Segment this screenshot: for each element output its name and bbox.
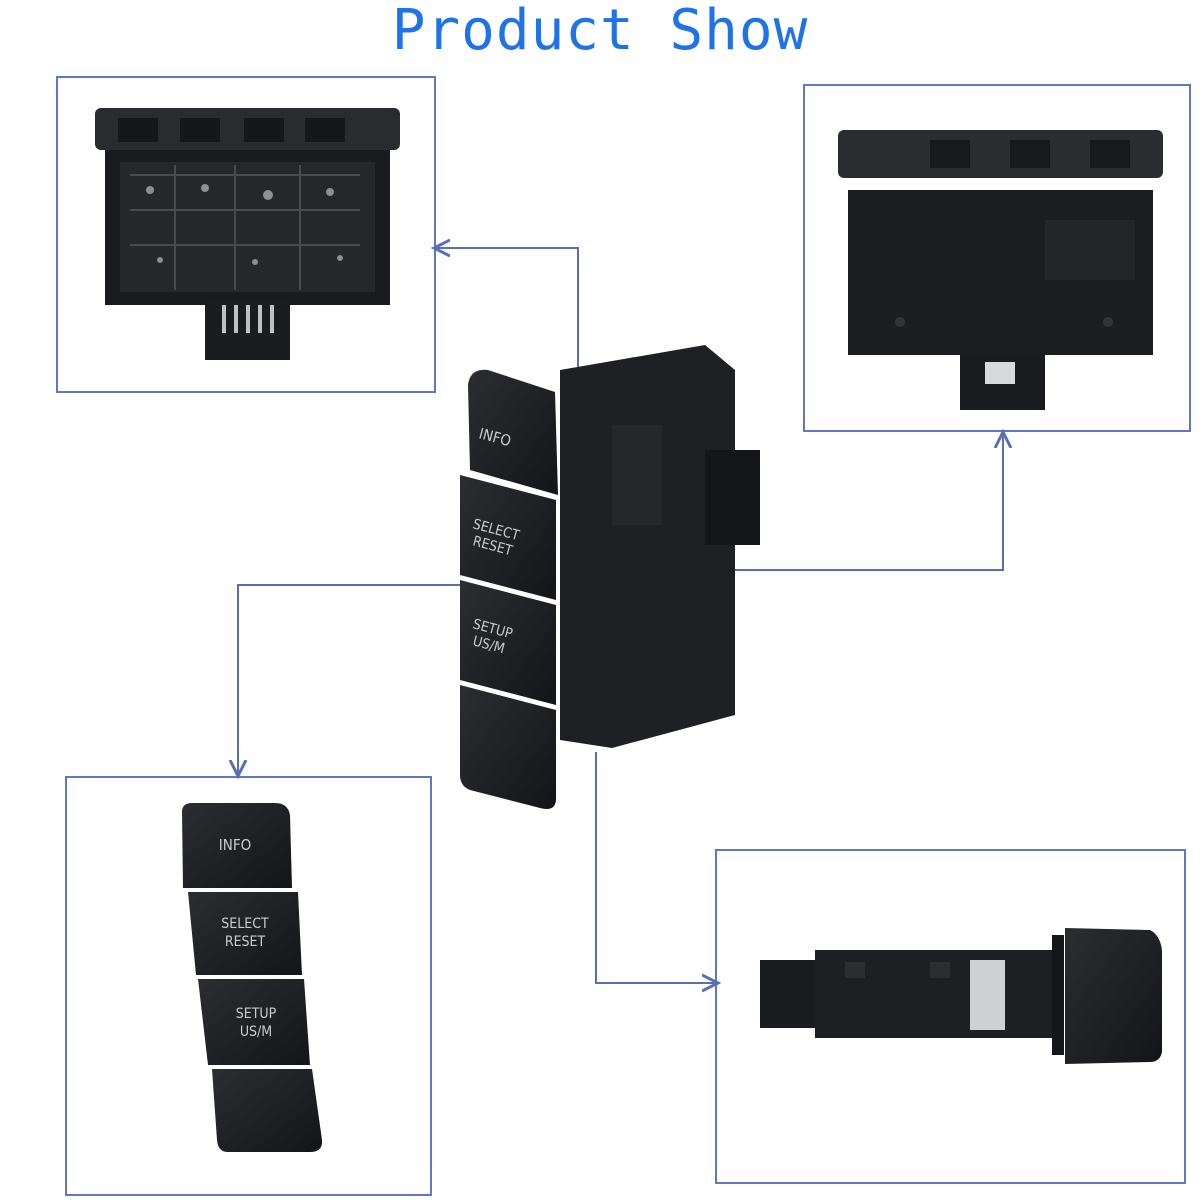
front-reset-label: RESET	[225, 934, 266, 950]
front-buttons-photo: INFO SELECT RESET SETUP US/M	[182, 803, 323, 1152]
front-info-label: INFO	[219, 836, 251, 854]
side-view-photo	[760, 928, 1162, 1064]
main-button-info: INFO	[468, 369, 558, 495]
main-button-blank	[460, 685, 556, 809]
front-select-label: SELECT	[221, 916, 269, 932]
connector-lines	[238, 248, 1003, 983]
front-setup-label: SETUP	[236, 1006, 277, 1022]
main-button-select-reset: SELECT RESET	[460, 475, 556, 600]
front-button-blank	[212, 1069, 323, 1152]
front-usm-label: US/M	[240, 1024, 272, 1040]
rear-view-photo	[95, 108, 400, 360]
main-product-photo: INFO SELECT RESET SETUP US/M	[460, 345, 760, 809]
connector-top-right	[706, 434, 1003, 571]
page-title: Product Show	[391, 0, 809, 63]
front-button-setup	[198, 979, 310, 1065]
front-button-info	[182, 803, 292, 888]
connector-top-left	[436, 248, 579, 370]
front-button-select-reset	[188, 892, 302, 975]
connector-bottom-left	[238, 584, 460, 774]
connector-bottom-right	[595, 752, 716, 983]
back-housing-photo	[838, 130, 1163, 410]
main-button-setup: SETUP US/M	[460, 580, 556, 705]
